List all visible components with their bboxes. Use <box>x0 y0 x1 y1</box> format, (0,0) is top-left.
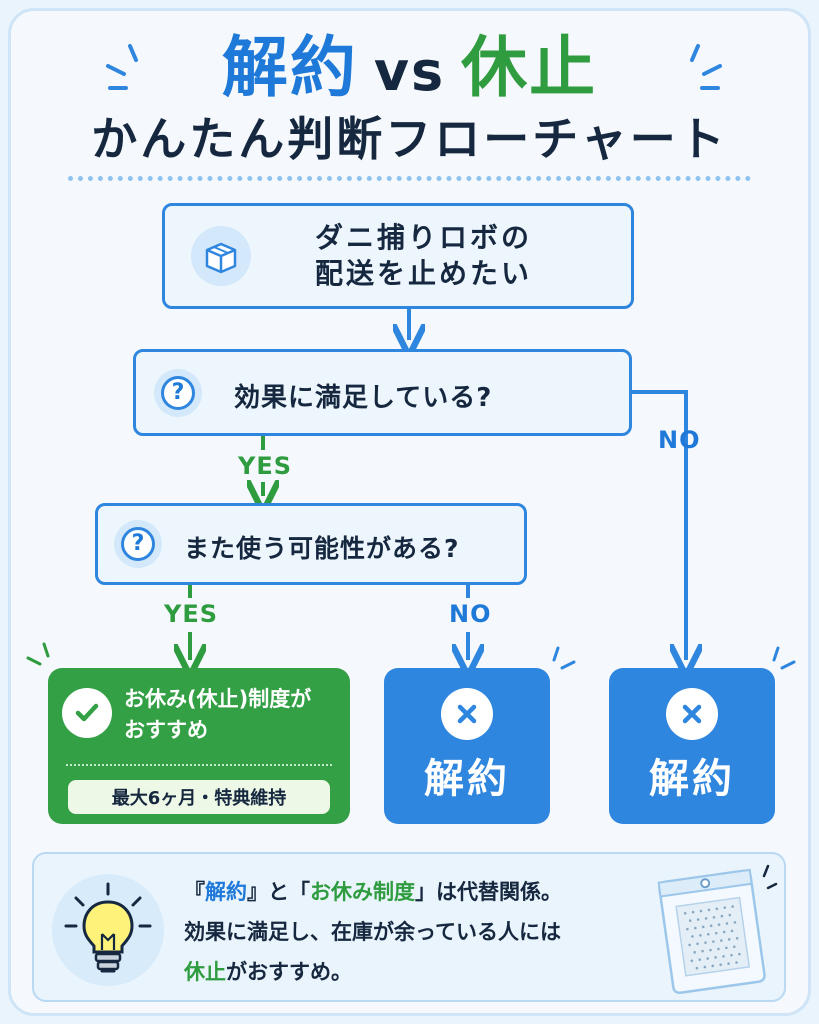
flow-start-box: ダニ捕りロボの 配送を止めたい <box>162 203 634 309</box>
note-and: と <box>268 880 289 904</box>
sparkle-icon <box>772 646 796 670</box>
box-icon <box>191 226 251 286</box>
flow-question-1: ? 効果に満足している? <box>133 349 632 436</box>
check-icon <box>62 688 112 738</box>
note-quote-open: 『 <box>184 880 205 904</box>
title-term-cancel: 解約 <box>221 29 358 106</box>
title-vs: vs <box>373 40 446 103</box>
result-pause-line-2: おすすめ <box>124 718 208 742</box>
result-pause-card: お休み(休止)制度が おすすめ 最大6ヶ月・特典維持 <box>48 668 350 824</box>
note-line-3-rest: がおすすめ。 <box>226 960 352 984</box>
result-cancel-text-2: 解約 <box>649 756 735 802</box>
page-subtitle: かんたん判断フローチャート <box>91 112 728 166</box>
sparkle-icon <box>26 642 50 666</box>
q1-yes-label: YES <box>238 452 293 480</box>
product-pouch-icon <box>657 864 778 995</box>
note-bracket-open: 「 <box>289 880 310 904</box>
question-1-text: 効果に満足している? <box>234 383 493 413</box>
sparkle-left-icon <box>106 44 138 90</box>
lightbulb-icon <box>52 874 164 986</box>
note-keyword-cancel: 解約 <box>205 880 247 904</box>
title-term-pause: 休止 <box>461 29 598 106</box>
note-line-2: 効果に満足し、在庫が余っている人には <box>184 920 561 944</box>
result-pause-divider <box>66 764 332 766</box>
start-line-1: ダニ捕りロボの <box>315 221 533 254</box>
x-icon <box>441 688 493 740</box>
result-pause-benefit: 最大6ヶ月・特典維持 <box>68 780 330 814</box>
result-pause-line-1: お休み(休止)制度が <box>124 687 312 711</box>
question-icon: ? <box>154 369 202 417</box>
note-line-1: 『解約』と「お休み制度」は代替関係。 <box>184 876 562 906</box>
note-keyword-pause-2: 休止 <box>184 960 226 984</box>
question-icon: ? <box>114 520 162 568</box>
arrow-q1-no <box>632 390 686 660</box>
q2-no-label: NO <box>449 600 492 628</box>
question-2-text: また使う可能性がある? <box>184 534 460 563</box>
sparkle-right-icon <box>690 44 722 90</box>
start-line-2: 配送を止めたい <box>315 257 533 290</box>
result-cancel-card-2: 解約 <box>609 668 775 824</box>
start-text: ダニ捕りロボの 配送を止めたい <box>315 220 532 292</box>
note-keyword-pause: お休み制度 <box>310 880 415 904</box>
q1-no-label: NO <box>658 426 701 454</box>
note-quote-close: 』 <box>247 880 268 904</box>
note-line-1-rest: は代替関係。 <box>436 880 562 904</box>
q2-yes-label: YES <box>164 600 219 628</box>
x-icon <box>666 688 718 740</box>
result-cancel-card-1: 解約 <box>384 668 550 824</box>
sparkle-icon <box>552 646 576 670</box>
note-bracket-close: 」 <box>415 880 436 904</box>
result-cancel-text-1: 解約 <box>424 756 510 802</box>
result-pause-text: お休み(休止)制度が おすすめ <box>124 684 311 746</box>
note-box: 『解約』と「お休み制度」は代替関係。 効果に満足し、在庫が余っている人には 休止… <box>32 852 786 1002</box>
note-line-3: 休止がおすすめ。 <box>184 956 352 986</box>
flow-question-2: ? また使う可能性がある? <box>95 503 527 585</box>
title-divider <box>68 176 751 181</box>
